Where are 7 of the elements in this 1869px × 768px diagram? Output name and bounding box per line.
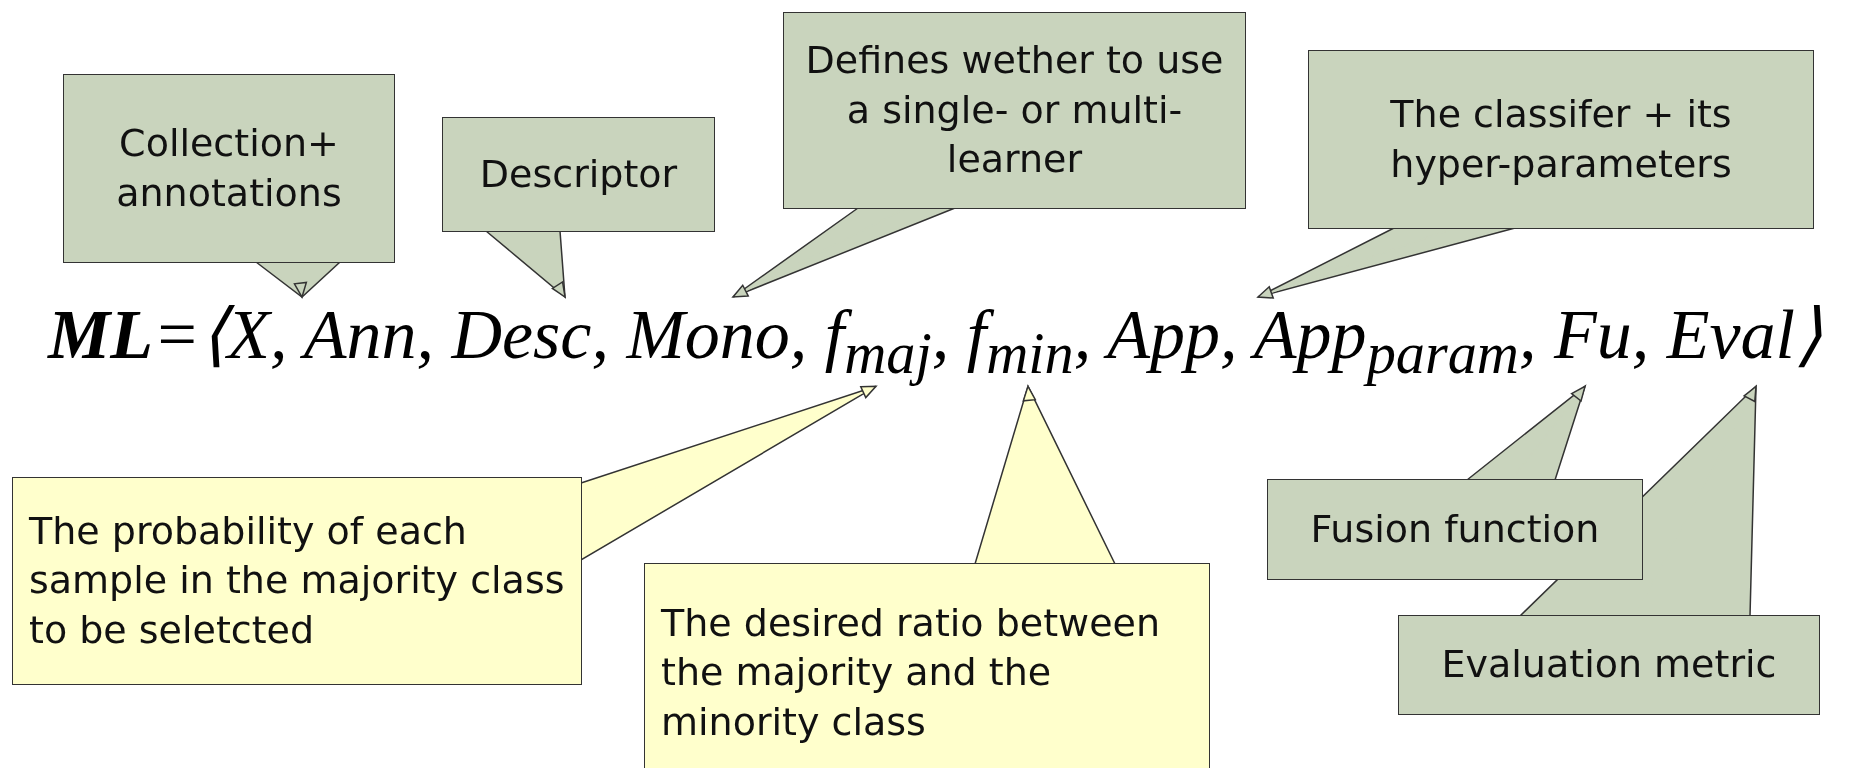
formula-text: ML=⟨X, Ann, Desc, Mono, f$_{maj}$, f$_{min}$, App, App$_{param}$, Fu, Eval⟩ <box>45 300 1825 384</box>
callout-tail <box>974 384 1117 565</box>
callout-tail <box>580 385 877 562</box>
callout-box: The probability of each sample in the majority class to be seletcted <box>12 477 582 685</box>
callout-box: Evaluation metric <box>1398 615 1820 715</box>
callout-tail <box>732 207 956 298</box>
callout-box: Collection+ annotations <box>63 74 395 263</box>
